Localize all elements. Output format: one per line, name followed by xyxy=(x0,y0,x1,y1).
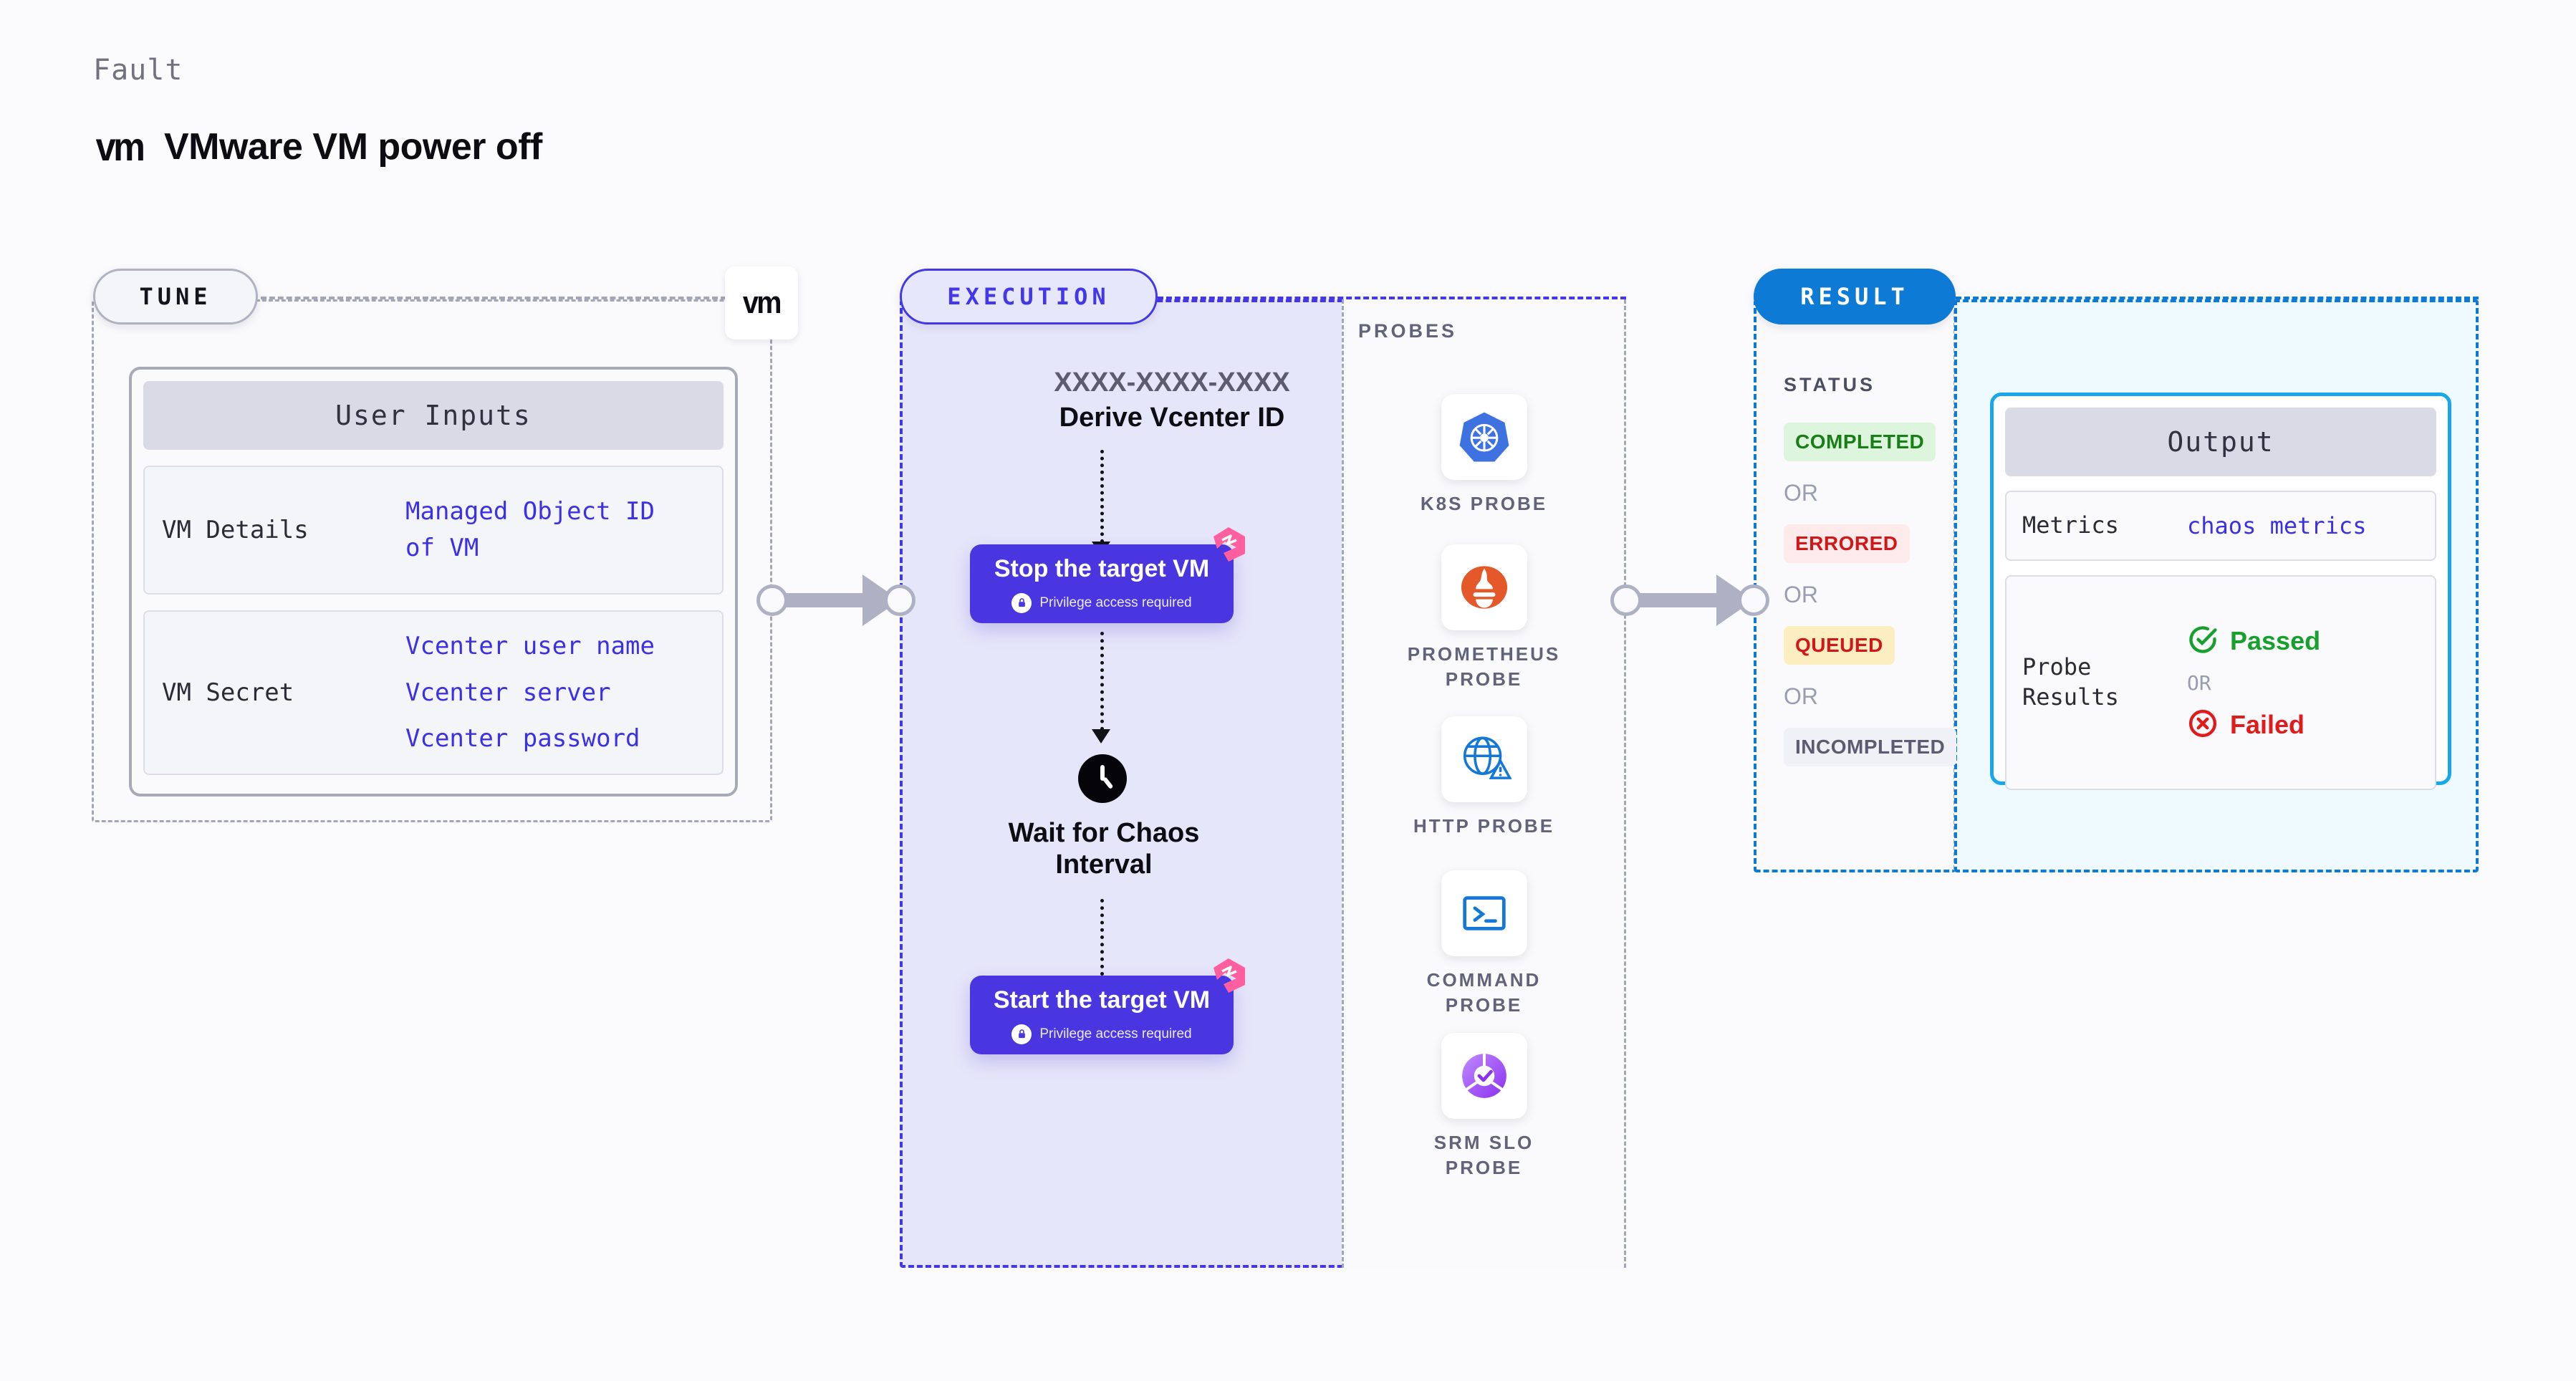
status-badge-queued: QUEUED xyxy=(1784,626,1895,665)
page-title: VMware VM power off xyxy=(163,125,542,168)
vm-details-value-1: Managed Object ID xyxy=(405,497,655,526)
step-start-subtitle-row: Privilege access required xyxy=(1011,1024,1192,1044)
probe-result-failed-label: Failed xyxy=(2230,709,2305,739)
flow-arrowhead-2 xyxy=(1092,729,1110,744)
status-title: STATUS xyxy=(1784,374,1875,395)
output-row-probe-results: Probe Results Passed OR xyxy=(2005,575,2436,790)
litmus-chaos-icon xyxy=(1209,524,1248,567)
user-input-row-vm-details: VM Details Managed Object ID of VM xyxy=(143,466,724,595)
metrics-label: Metrics xyxy=(2022,511,2119,539)
flow-line-3 xyxy=(1100,899,1104,1005)
page-eyebrow: Fault xyxy=(93,54,183,87)
user-inputs-title: User Inputs xyxy=(143,381,724,450)
arrow-tune-to-execution xyxy=(756,574,915,626)
step-stop-subtitle: Privilege access required xyxy=(1039,595,1192,610)
vmware-logo-icon: vm xyxy=(95,124,145,169)
vm-secret-values: Vcenter user name Vcenter server Vcenter… xyxy=(405,631,655,754)
user-input-row-vm-secret: VM Secret Vcenter user name Vcenter serv… xyxy=(143,610,724,775)
output-card: Output Metrics chaos metrics Probe Resul… xyxy=(1990,393,2451,790)
vm-details-label: VM Details xyxy=(162,516,309,544)
probes-title: PROBES xyxy=(1358,320,1458,342)
derive-vcenter-id-label: Derive Vcenter ID xyxy=(1059,403,1285,433)
execution-dashed-connector xyxy=(1158,297,1626,299)
probe-item-srm-slo[interactable]: SRM SLO PROBE xyxy=(1342,1033,1626,1180)
probe-results-label-line1: Probe xyxy=(2022,653,2092,681)
status-or-1: OR xyxy=(1784,480,1818,506)
probe-result-failed: Failed xyxy=(2187,708,2320,742)
probe-item-http[interactable]: HTTP PROBE xyxy=(1342,716,1626,839)
output-row-metrics: Metrics chaos metrics xyxy=(2005,491,2436,561)
probe-result-or: OR xyxy=(2187,670,2211,695)
probe-label-srm-slo: SRM SLO PROBE xyxy=(1433,1132,1534,1179)
page-title-row: vm VMware VM power off xyxy=(93,123,543,170)
flow-line-1 xyxy=(1100,450,1104,543)
result-pill[interactable]: RESULT xyxy=(1754,269,1956,324)
vm-details-value-2: of VM xyxy=(405,534,479,562)
probe-label-k8s: K8S PROBE xyxy=(1420,493,1548,514)
step-start-subtitle: Privilege access required xyxy=(1039,1026,1192,1041)
step-start-title: Start the target VM xyxy=(993,986,1211,1014)
clock-icon xyxy=(1078,754,1127,803)
output-title: Output xyxy=(2005,408,2436,476)
step-start-target-vm[interactable]: Start the target VM Privilege access req… xyxy=(970,958,1245,1054)
step-stop-title: Stop the target VM xyxy=(994,554,1210,582)
probe-result-passed-label: Passed xyxy=(2230,625,2321,655)
result-dashed-connector xyxy=(1956,297,2479,299)
wait-chaos-label-line1: Wait for Chaos xyxy=(1008,818,1200,848)
execution-pill[interactable]: EXECUTION xyxy=(900,269,1158,324)
step-stop-subtitle-row: Privilege access required xyxy=(1011,592,1192,613)
probe-item-k8s[interactable]: K8S PROBE xyxy=(1342,394,1626,516)
kubernetes-icon xyxy=(1441,394,1527,480)
wait-chaos-label-line2: Interval xyxy=(1055,850,1153,880)
close-circle-icon xyxy=(2187,708,2219,742)
probe-results-label: Probe Results xyxy=(2022,653,2187,712)
status-badge-completed: COMPLETED xyxy=(1784,423,1936,461)
probe-results-values: Passed OR Failed xyxy=(2187,624,2320,742)
lock-icon xyxy=(1011,592,1032,613)
check-circle-icon xyxy=(2187,624,2219,658)
user-inputs-card: User Inputs VM Details Managed Object ID… xyxy=(129,367,738,797)
command-terminal-icon xyxy=(1441,870,1527,956)
probe-results-label-line2: Results xyxy=(2022,683,2119,711)
probe-item-prometheus[interactable]: PROMETHEUS PROBE xyxy=(1342,544,1626,692)
prometheus-icon xyxy=(1441,544,1527,630)
probe-label-http: HTTP PROBE xyxy=(1413,815,1555,837)
step-stop-target-vm[interactable]: Stop the target VM Privilege access requ… xyxy=(970,527,1245,623)
tune-dashed-connector xyxy=(261,297,726,299)
vm-details-values: Managed Object ID of VM xyxy=(405,496,655,564)
tune-pill[interactable]: TUNE xyxy=(93,269,258,324)
vm-secret-value-3: Vcenter password xyxy=(405,724,640,754)
status-badge-incompleted: INCOMPLETED xyxy=(1784,728,1957,766)
status-or-3: OR xyxy=(1784,683,1818,709)
probe-label-prometheus: PROMETHEUS PROBE xyxy=(1407,643,1561,690)
vm-secret-label: VM Secret xyxy=(162,678,294,707)
probe-result-passed: Passed xyxy=(2187,624,2320,658)
vm-secret-value-2: Vcenter server xyxy=(405,678,611,707)
status-or-2: OR xyxy=(1784,582,1818,607)
vmware-badge-icon: vm xyxy=(743,285,782,320)
probe-item-command[interactable]: COMMAND PROBE xyxy=(1342,870,1626,1018)
flow-line-2 xyxy=(1100,632,1104,731)
http-globe-warning-icon xyxy=(1441,716,1527,802)
derive-vcenter-id-value: XXXX-XXXX-XXXX xyxy=(1054,367,1290,398)
litmus-chaos-icon xyxy=(1209,956,1248,998)
status-panel xyxy=(1754,299,1956,872)
lock-icon xyxy=(1011,1024,1032,1044)
status-badge-errored: ERRORED xyxy=(1784,524,1910,563)
vm-secret-value-1: Vcenter user name xyxy=(405,631,655,660)
arrow-execution-to-result xyxy=(1610,574,1769,626)
probe-label-command: COMMAND PROBE xyxy=(1426,969,1542,1016)
vmware-badge: vm xyxy=(725,266,798,340)
metrics-value: chaos metrics xyxy=(2187,512,2367,539)
srm-slo-icon xyxy=(1441,1033,1527,1119)
